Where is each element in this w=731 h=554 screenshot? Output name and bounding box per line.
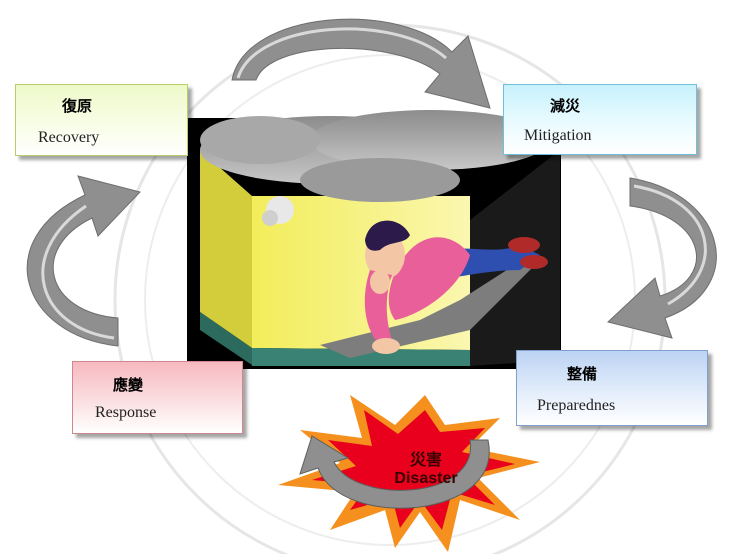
disaster-label-en: Disaster xyxy=(394,470,458,487)
response-label-en: Response xyxy=(95,404,157,421)
preparedness-label-en: Preparednes xyxy=(537,397,616,414)
curved-arrow-icon xyxy=(299,435,490,509)
curved-arrow-icon xyxy=(606,177,717,339)
recovery-label-zh: 復原 xyxy=(62,97,93,115)
curved-arrow-icon xyxy=(231,18,491,109)
mitigation-box: 減災 Mitigation xyxy=(503,84,697,155)
mitigation-label-en: Mitigation xyxy=(524,127,592,144)
mitigation-label-zh: 減災 xyxy=(550,97,581,115)
response-label-zh: 應變 xyxy=(113,376,144,394)
recovery-label-en: Recovery xyxy=(38,129,100,146)
recovery-box: 復原 Recovery xyxy=(15,84,188,156)
preparedness-box: 整備 Preparednes xyxy=(516,350,708,426)
preparedness-label-zh: 整備 xyxy=(567,365,598,383)
curved-arrow-icon xyxy=(26,175,141,347)
response-box: 應變 Response xyxy=(72,361,243,434)
disaster-label-zh: 災害 xyxy=(409,450,442,469)
